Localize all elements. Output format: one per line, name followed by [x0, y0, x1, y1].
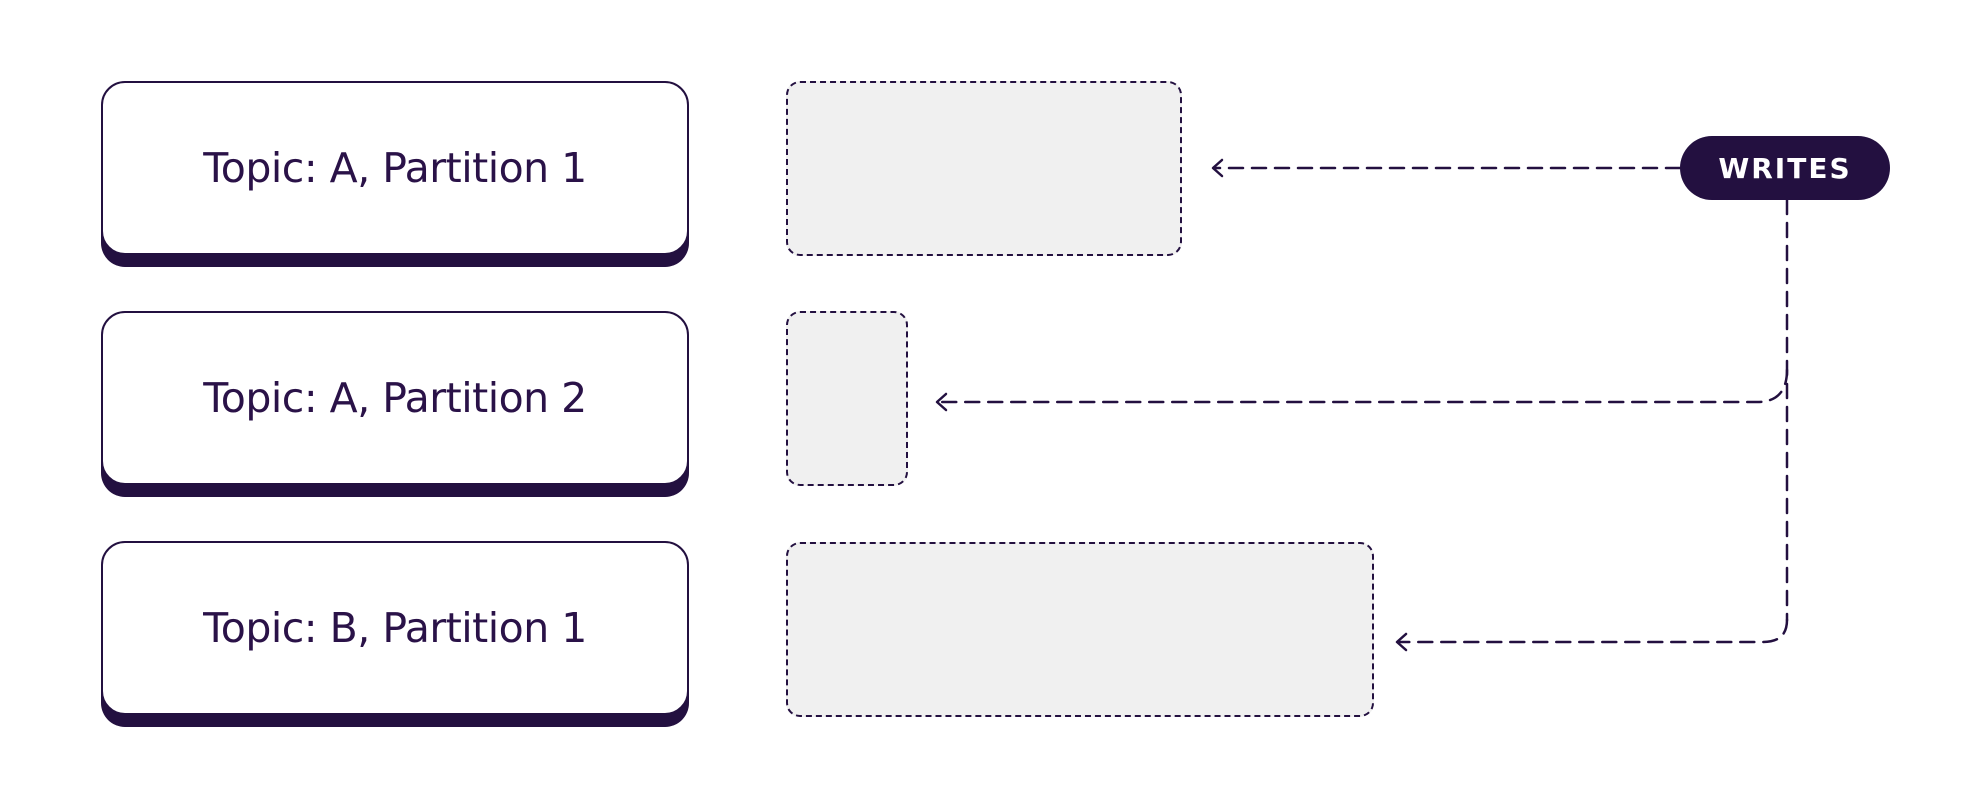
partition-box-a2: Topic: A, Partition 2 [101, 311, 689, 485]
partition-box-a1: Topic: A, Partition 1 [101, 81, 689, 255]
arrowhead-a2 [935, 392, 948, 412]
partition-label-a1: Topic: A, Partition 1 [203, 144, 587, 192]
arrowhead-b1 [1395, 632, 1408, 652]
partition-log-a1 [786, 81, 1182, 256]
partition-label-a2: Topic: A, Partition 2 [203, 374, 587, 422]
writes-badge: WRITES [1680, 136, 1890, 200]
partition-log-b1 [786, 542, 1374, 717]
arrow-to-partition-a2 [938, 368, 1789, 404]
partition-log-a2 [786, 311, 908, 486]
partition-label-b1: Topic: B, Partition 1 [203, 604, 587, 652]
arrow-to-partition-b1 [1398, 618, 1789, 644]
arrowhead-a1 [1211, 158, 1224, 178]
partition-box-b1: Topic: B, Partition 1 [101, 541, 689, 715]
